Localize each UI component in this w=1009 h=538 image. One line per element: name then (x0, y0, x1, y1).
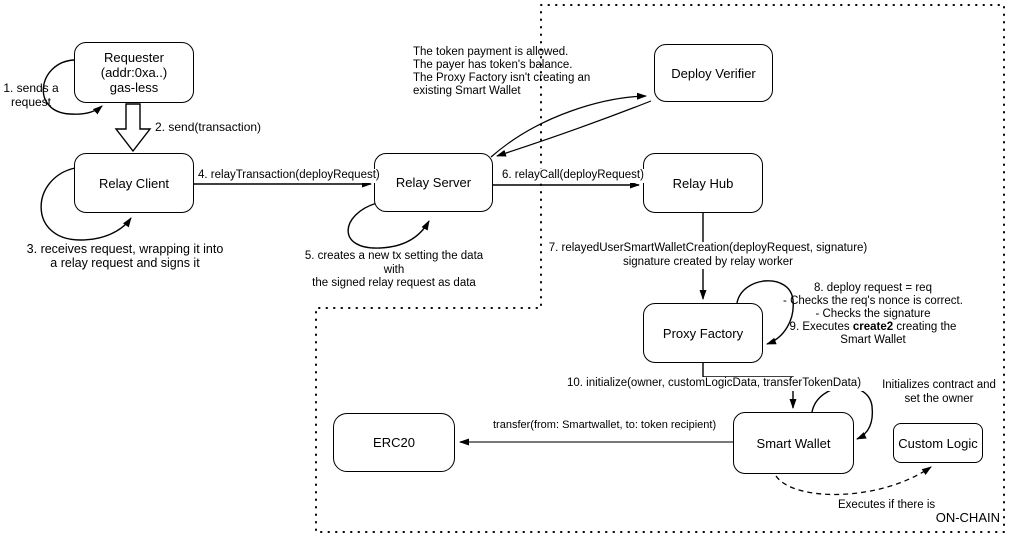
step4-label: 4. relayTransaction(deployRequest) (196, 169, 382, 183)
step8-9-label: 8. deploy request = req - Checks the req… (783, 282, 963, 346)
deploy-verifier-node: Deploy Verifier (654, 44, 773, 102)
executes-note: Executes if there is (838, 499, 936, 511)
verifier-query-arrow (490, 92, 647, 158)
custom-logic-title: Custom Logic (898, 435, 978, 451)
requester-gasless: gas-less (109, 80, 159, 95)
verifier-response-arrow (496, 100, 652, 157)
custom-logic-node: Custom Logic (893, 423, 983, 463)
onchain-label: ON-CHAIN (935, 510, 1000, 525)
verifier-note: The token payment is allowed. The payer … (413, 46, 591, 97)
executes-custom-logic-arrow (775, 466, 932, 496)
step6-label: 6. relayCall(deployRequest) (500, 169, 646, 183)
step7-label: 7. relayedUserSmartWalletCreation(deploy… (546, 242, 870, 269)
erc20-title: ERC20 (373, 435, 415, 450)
relay-hub-node: Relay Hub (643, 153, 763, 213)
smart-wallet-self-loop-arrow (811, 386, 874, 440)
erc20-node: ERC20 (333, 413, 455, 472)
requester-self-loop-arrow (42, 59, 103, 115)
relay-client-self-loop-arrow (40, 167, 132, 241)
relay-client-title: Relay Client (98, 175, 170, 191)
step5-label: 5. creates a new tx setting the data wit… (304, 250, 484, 289)
proxy-factory-node: Proxy Factory (643, 303, 763, 363)
relay-client-node: Relay Client (74, 153, 194, 213)
relay-hub-title: Relay Hub (672, 175, 734, 191)
send-transaction-block-arrow (114, 103, 152, 153)
deploy-verifier-title: Deploy Verifier (671, 65, 756, 81)
step10-label: 10. initialize(owner, customLogicData, t… (565, 377, 864, 391)
initializes-note: Initializes contract and set the owner (882, 379, 996, 405)
relay-server-self-loop-arrow (347, 202, 430, 249)
step3-label: 3. receives request, wrapping it into a … (26, 242, 224, 270)
smart-wallet-node: Smart Wallet (733, 412, 854, 474)
create2-bold: create2 (852, 321, 894, 333)
requester-title: Requester (104, 50, 164, 65)
step1-label: 1. sends a request (3, 81, 59, 109)
requester-address: (addr:0xa..) (100, 65, 168, 80)
step2-label: 2. send(transaction) (155, 120, 262, 134)
proxy-factory-self-loop-arrow (736, 280, 794, 345)
smart-wallet-title: Smart Wallet (756, 435, 831, 451)
requester-node: Requester (addr:0xa..) gas-less (74, 42, 194, 103)
proxy-factory-title: Proxy Factory (662, 325, 744, 341)
transfer-label: transfer(from: Smartwallet, to: token re… (493, 419, 717, 431)
relay-server-node: Relay Server (374, 153, 493, 212)
relay-server-title: Relay Server (395, 175, 472, 190)
